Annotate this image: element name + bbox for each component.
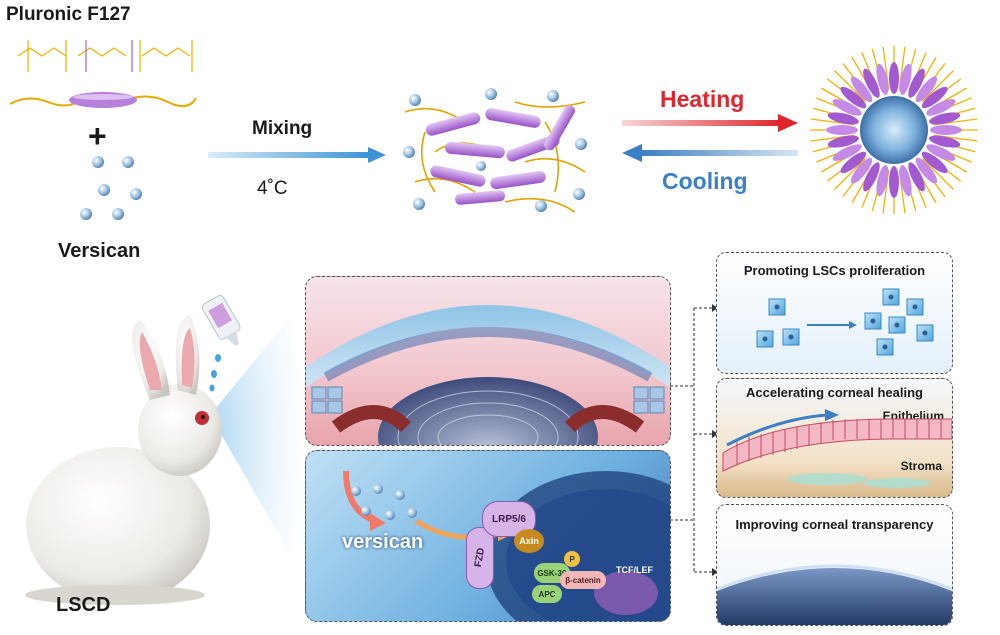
stroma-label: Stroma — [900, 459, 942, 473]
versican-label: Versican — [58, 240, 141, 262]
plus-sign: + — [88, 118, 107, 154]
apc-node: APC — [532, 585, 562, 603]
micelle — [810, 46, 978, 214]
mixed-solution-cluster — [403, 88, 587, 213]
proliferation-illustration — [756, 288, 934, 356]
heating-arrow — [622, 114, 798, 132]
gsk-label: GSK-3β — [537, 568, 567, 578]
lscd-label: LSCD — [56, 594, 111, 616]
connector-lines — [670, 304, 718, 576]
cornea-section-box — [305, 276, 671, 446]
fzd-label: FZD — [472, 546, 488, 569]
rabbit-illustration — [25, 306, 300, 605]
healing-title: Accelerating corneal healing — [745, 385, 923, 400]
mech-versican-label: versican — [342, 531, 424, 553]
versican-molecules — [351, 484, 417, 520]
tcf-lef-label: TCF/LEF — [616, 565, 653, 575]
mixing-label: Mixing — [252, 118, 313, 139]
transparent-cornea-illustration — [717, 564, 952, 625]
cornea-illustration — [306, 305, 670, 445]
lrp-label: LRP5/6 — [492, 513, 526, 525]
p-label: P — [569, 554, 575, 564]
pluronic-title: Pluronic F127 — [6, 4, 131, 25]
p-node: P — [564, 551, 580, 567]
heating-label: Heating — [660, 86, 745, 112]
fzd-receptor: FZD — [466, 527, 494, 589]
temperature-label: 4˚C — [257, 178, 288, 199]
versican-spheres — [80, 156, 142, 220]
mechanism-box: versican FZD LRP5/6 Axin GSK-3β P APC β-… — [305, 450, 671, 622]
proliferation-panel: Promoting LSCs proliferation — [716, 252, 953, 374]
healing-panel: Accelerating corneal healing Epithelium … — [716, 378, 953, 498]
proliferation-title: Promoting LSCs proliferation — [743, 263, 926, 278]
eye-drop-bottle — [201, 294, 241, 392]
axin-label: Axin — [519, 536, 539, 546]
transparency-panel: Improving corneal transparency — [716, 504, 953, 626]
axin-node: Axin — [514, 529, 544, 553]
beta-catenin-label: β-catenin — [565, 575, 601, 585]
polymer-chain — [9, 92, 197, 108]
healing-illustration — [722, 409, 952, 488]
cooling-label: Cooling — [662, 168, 748, 194]
beta-catenin-node: β-catenin — [560, 571, 606, 589]
cooling-arrow — [622, 144, 798, 162]
chemical-formula — [17, 40, 193, 72]
transparency-title: Improving corneal transparency — [735, 517, 934, 532]
mixing-arrow — [208, 147, 386, 163]
apc-label: APC — [538, 589, 556, 599]
